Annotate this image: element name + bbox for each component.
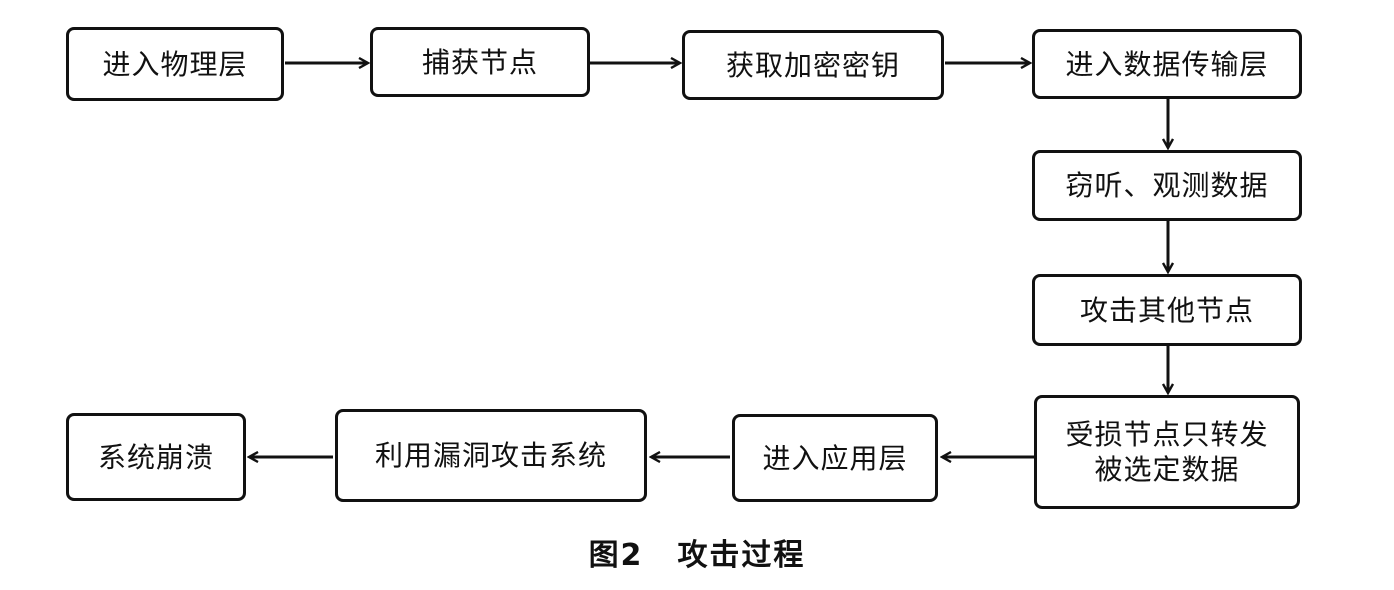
node-capture-node: 捕获节点	[370, 27, 590, 97]
figure-title: 攻击过程	[677, 538, 806, 573]
node-eavesdrop-observe-data: 窃听、观测数据	[1032, 150, 1302, 221]
node-enter-application-layer: 进入应用层	[732, 414, 938, 502]
node-enter-data-transport-layer: 进入数据传输层	[1032, 29, 1302, 99]
node-attack-other-nodes: 攻击其他节点	[1032, 274, 1302, 346]
node-compromised-node-forwards-selected-data: 受损节点只转发 被选定数据	[1034, 395, 1300, 509]
figure-caption: 图2 攻击过程	[0, 530, 1394, 574]
node-enter-physical-layer: 进入物理层	[66, 27, 284, 101]
node-exploit-vulnerability-attack-system: 利用漏洞攻击系统	[335, 409, 647, 502]
figure-number: 图2	[588, 538, 644, 573]
node-obtain-encryption-key: 获取加密密钥	[682, 30, 944, 100]
node-system-crash: 系统崩溃	[66, 413, 246, 501]
